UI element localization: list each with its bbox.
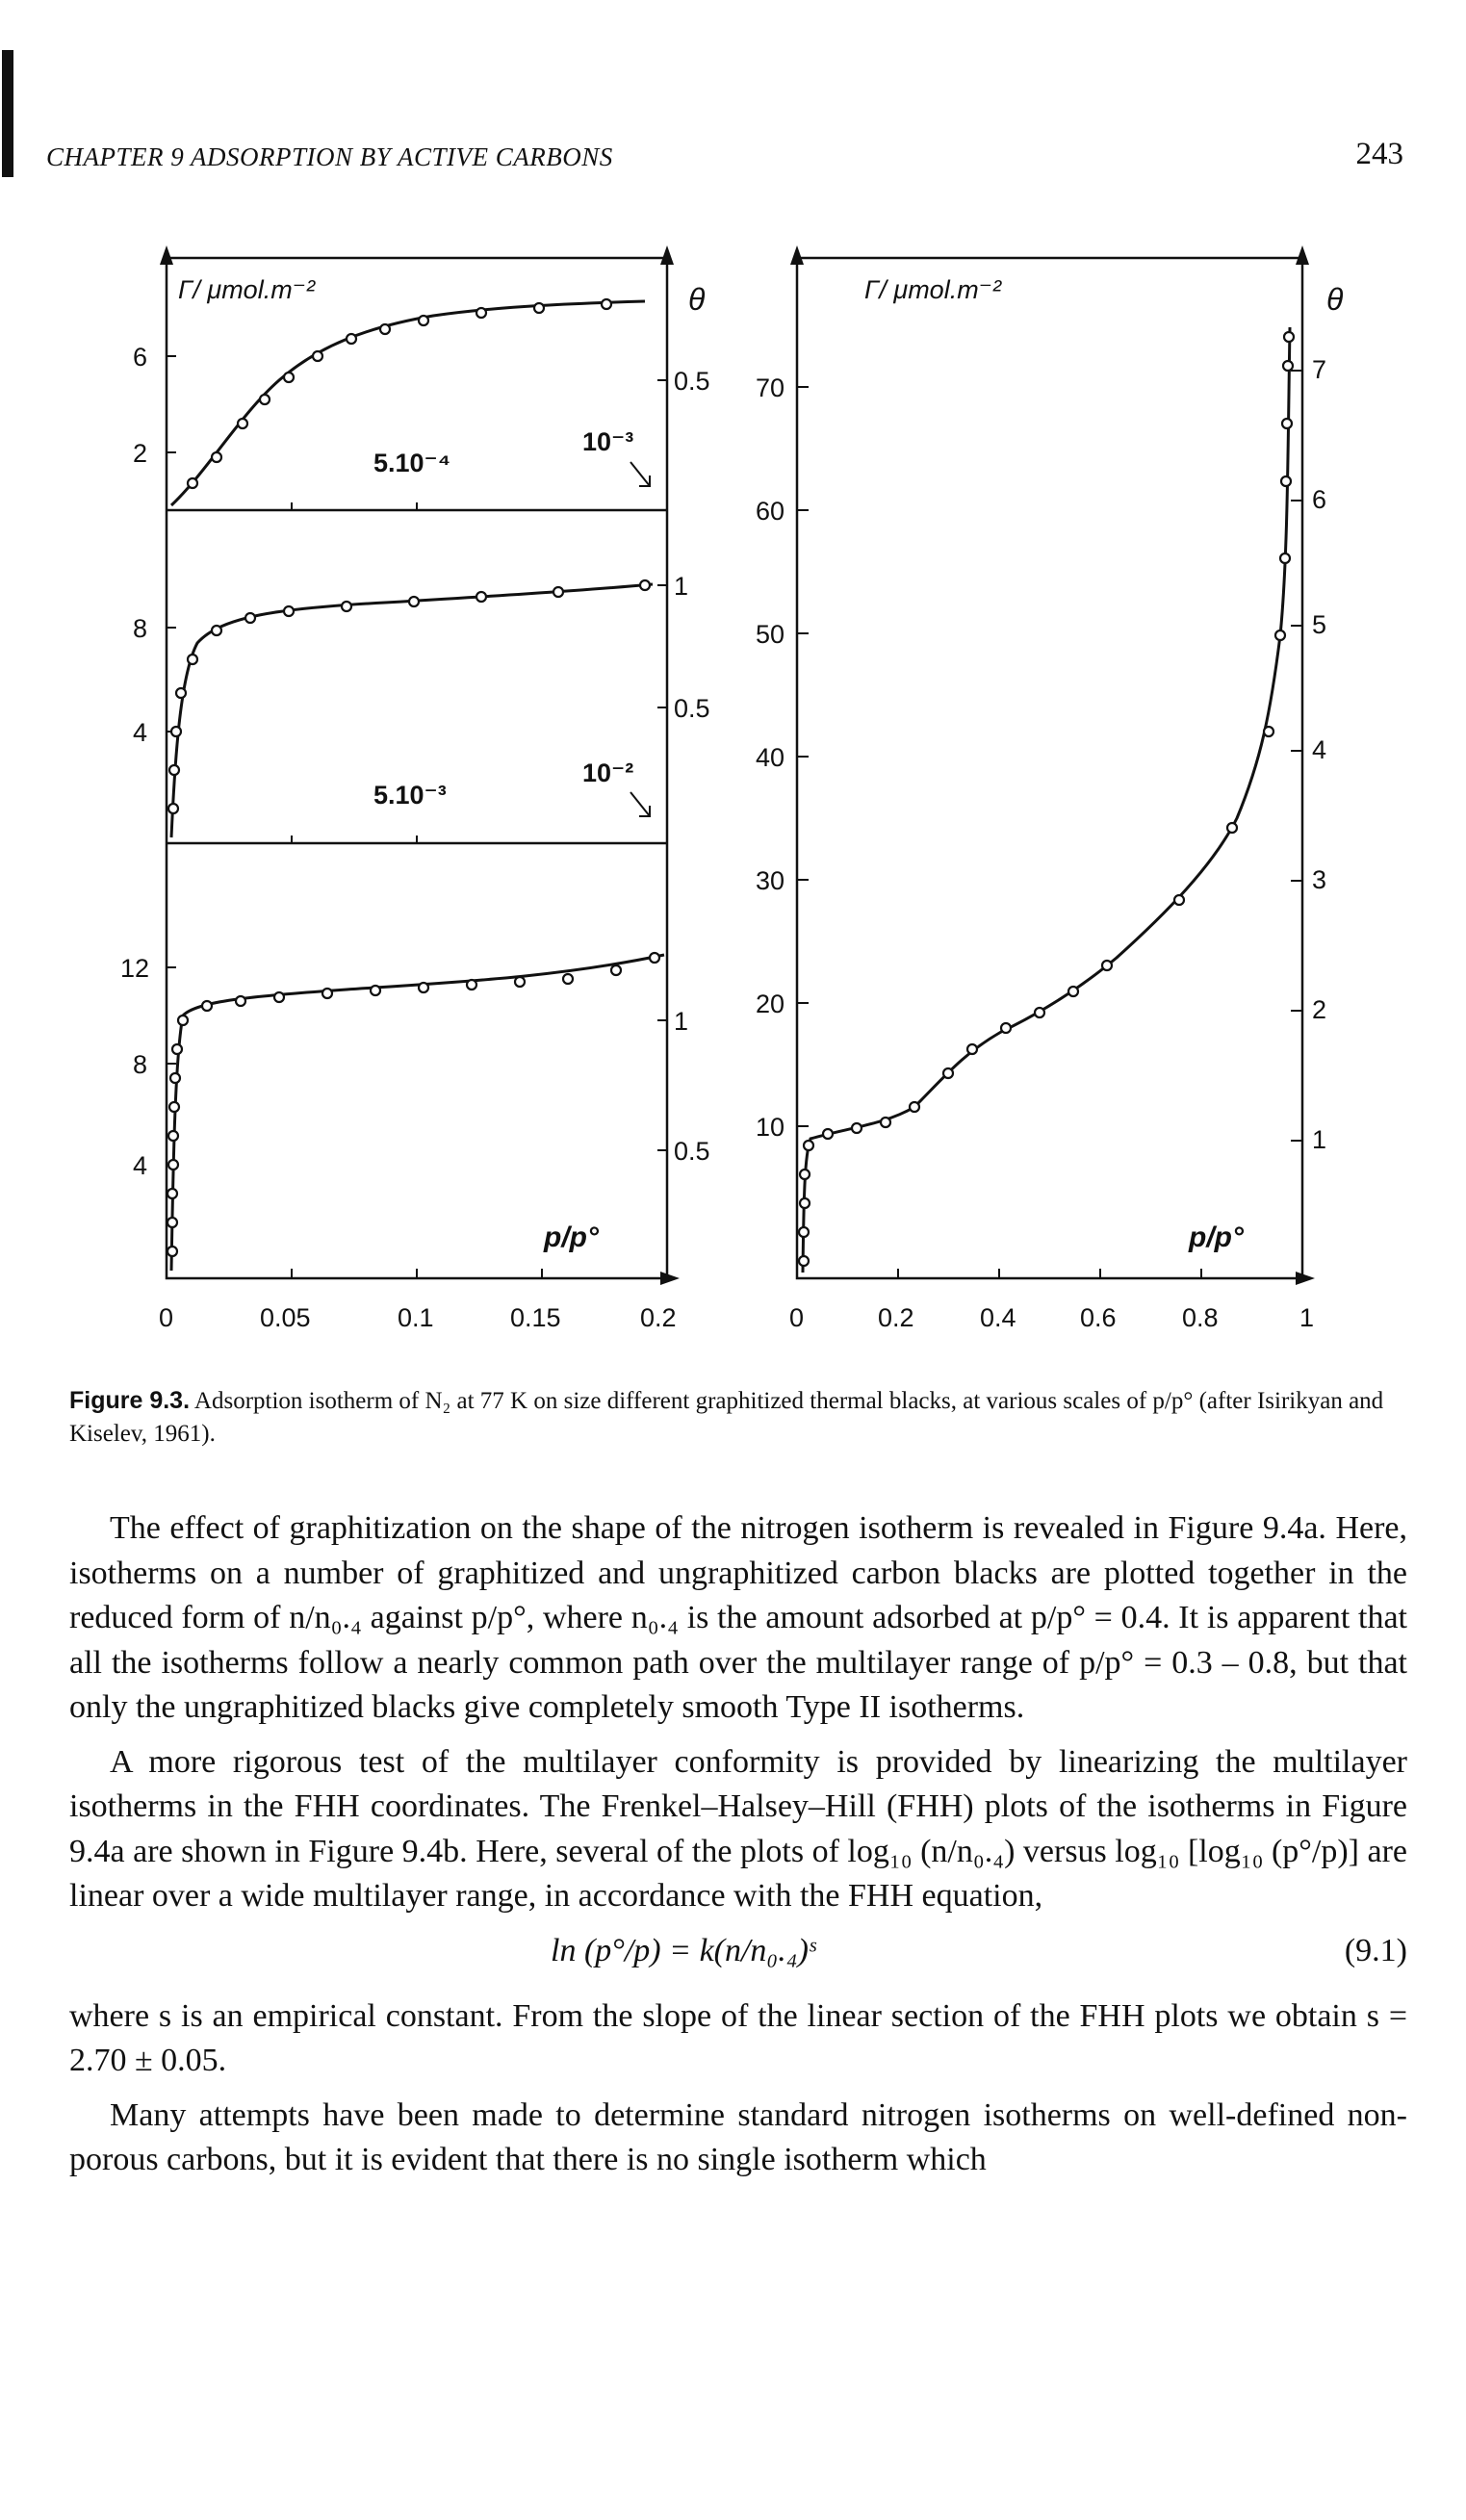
left-bot-ytick-1: 12 [120,954,149,983]
left-theta-arrow [660,245,674,265]
right-y-title: Γ/ μmol.m⁻² [864,275,1002,304]
right-theta-6: 6 [1312,485,1326,514]
right-theta-label: θ [1326,282,1344,317]
left-top-inset-left: 5.10⁻⁴ [373,449,450,477]
right-xtick-0: 0 [789,1303,804,1332]
right-plot-frame [795,256,1304,1280]
left-bot-ytick-2: 8 [133,1050,147,1079]
right-ytick-60: 60 [756,497,784,526]
right-x-arrow [1296,1272,1315,1285]
right-xtick-3: 0.6 [1080,1303,1117,1332]
right-theta-1: 1 [1312,1125,1326,1154]
right-ytick-10: 10 [756,1113,784,1142]
page-number: 243 [1355,137,1404,171]
left-y-title: Γ/ μmol.m⁻² [178,275,316,304]
left-xtick-3: 0.15 [510,1303,561,1332]
left-top-inset-right: 10⁻³ [582,427,633,456]
left-xtick-2: 0.1 [398,1303,434,1332]
right-xtick-5: 1 [1299,1303,1314,1332]
left-bot-theta-tick-1: 1 [674,1007,688,1036]
right-ytick-40: 40 [756,743,784,772]
page-header: CHAPTER 9 ADSORPTION BY ACTIVE CARBONS 2… [46,137,1403,185]
left-x-label: p/p° [543,1221,600,1253]
right-y-arrow [790,245,804,265]
left-bottom-curve [169,953,665,1272]
paragraph-3: where s is an empirical constant. From t… [69,1997,1407,2079]
left-xtick-1: 0.05 [260,1303,311,1332]
left-top-ytick-1: 6 [133,343,147,372]
left-top-theta-tick: 0.5 [674,367,710,396]
caption-label: Figure 9.3. [69,1387,191,1414]
right-ytick-20: 20 [756,990,784,1018]
right-theta-arrow [1296,245,1309,265]
figure-9-3: Γ/ μmol.m⁻² θ 6 2 0.5 5.10⁻⁴ 10⁻³ 8 4 1 … [120,245,1344,1332]
left-mid-theta-tick-2: 0.5 [674,694,710,723]
equation-9-1: ln (p°/p) = k(n/n₀.₄)ˢ (9.1) [69,1929,1407,1983]
body-text: The effect of graphitization on the shap… [69,1506,1407,2193]
right-xtick-4: 0.8 [1182,1303,1219,1332]
equation-number: (9.1) [1344,1932,1407,1968]
right-ytick-50: 50 [756,620,784,649]
left-middle-curve [169,582,654,838]
left-mid-inset-right: 10⁻² [582,759,633,787]
left-x-arrow [660,1272,680,1285]
right-theta-2: 2 [1312,995,1326,1024]
running-head: CHAPTER 9 ADSORPTION BY ACTIVE CARBONS [46,142,613,171]
left-xtick-0: 0 [159,1303,173,1332]
right-ytick-30: 30 [756,866,784,895]
paragraph-2: A more rigorous test of the multilayer c… [69,1743,1407,1915]
right-theta-7: 7 [1312,355,1326,384]
right-curve [801,326,1292,1273]
left-theta-label: θ [688,282,706,317]
right-theta-4: 4 [1312,735,1326,764]
left-bot-ytick-3: 4 [133,1151,147,1180]
left-y-arrow [160,245,173,265]
left-mid-ytick-1: 8 [133,614,147,643]
equation-text: ln (p°/p) = k(n/n₀.₄)ˢ [551,1932,816,1968]
right-theta-5: 5 [1312,610,1326,639]
figure-caption: Figure 9.3. Adsorption isotherm of N₂ at… [69,1384,1407,1451]
left-xtick-4: 0.2 [640,1303,677,1332]
right-ytick-70: 70 [756,373,784,402]
caption-text: Adsorption isotherm of N₂ at 77 K on siz… [69,1388,1384,1447]
paragraph-4: Many attempts have been made to determin… [69,2096,1407,2178]
left-bot-theta-tick-2: 0.5 [674,1137,710,1166]
right-xtick-2: 0.4 [980,1303,1016,1332]
left-mid-inset-left: 5.10⁻³ [373,781,447,810]
right-x-label: p/p° [1188,1221,1245,1253]
scan-edge-bar [2,50,13,177]
left-mid-ytick-2: 4 [133,718,147,747]
left-mid-theta-tick-1: 1 [674,572,688,601]
paragraph-1: The effect of graphitization on the shap… [69,1510,1407,1725]
right-xtick-1: 0.2 [878,1303,914,1332]
left-top-ytick-2: 2 [133,439,147,468]
right-theta-3: 3 [1312,865,1326,894]
